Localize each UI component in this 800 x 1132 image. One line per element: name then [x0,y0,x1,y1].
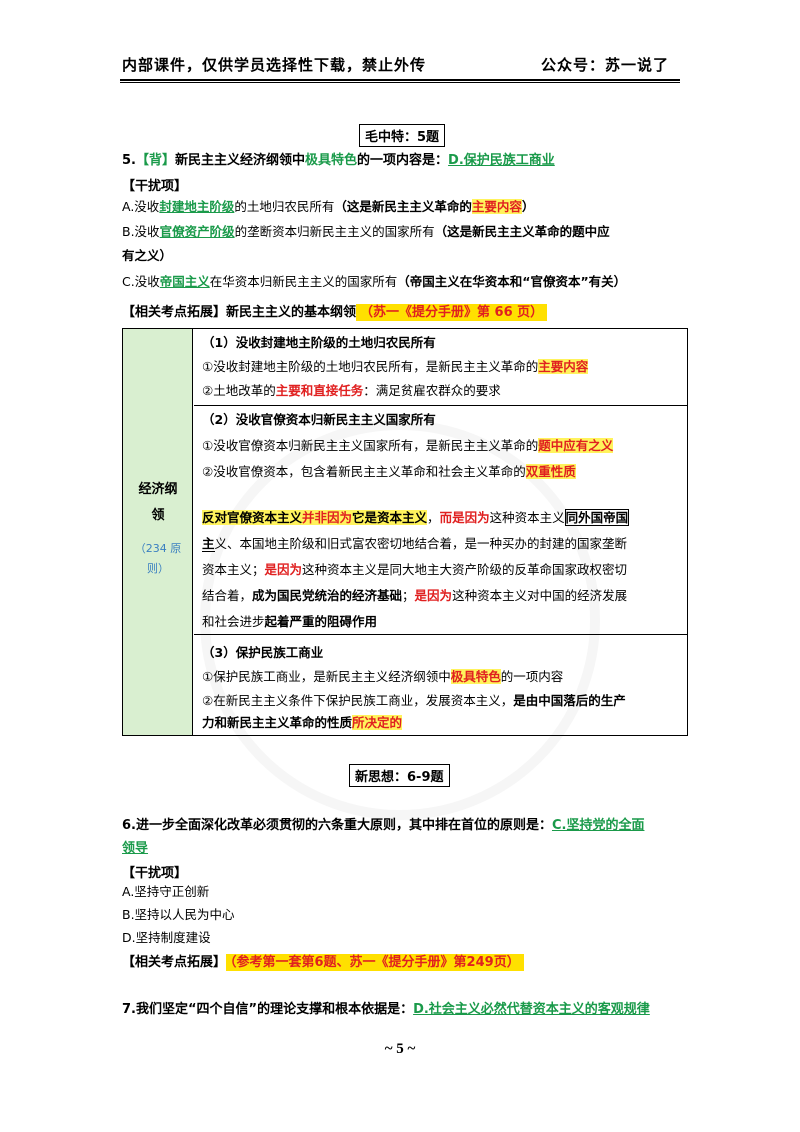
q5-answer: D.保护民族工商业 [448,153,555,168]
cell2-title: （2）没收官僚资本归新民主主义国家所有 [202,412,436,427]
cell2-line2: ②没收官僚资本，包含着新民主主义革命和社会主义革命的双重性质 [202,464,576,479]
q5-pre: 新民主主义经济纲领中 [175,153,306,168]
economic-program-table: 经济纲 领 （234 原 则） （1）没收封建地主阶级的土地归农民所有 ①没收封… [122,328,688,736]
section-title-mzt: 毛中特：5题 [359,124,446,147]
q6-extension: 【相关考点拓展】（参考第一套第6题、苏一《提分手册》第249页） [122,951,524,971]
cell1-line1: ①没收封建地主阶级的土地归农民所有，是新民主主义革命的主要内容 [202,359,589,374]
cell2-para-2: 主义、本国地主阶级和旧式富农密切地结合着，是一种买办的封建的国家垄断 [202,536,628,552]
cell2-para-5: 和社会进步起着严重的阻碍作用 [202,614,378,629]
question-5: 5.【背】新民主主义经济纲领中极具特色的一项内容是：D.保护民族工商业 [122,149,555,168]
table-cell-2: （2）没收官僚资本归新民主主义国家所有 ①没收官僚资本归新民主主义国家所有，是新… [194,406,687,635]
q5-mid: 的一项内容是： [357,153,449,168]
table-cell-3: （3）保护民族工商业 ①保护民族工商业，是新民主主义经济纲领中极具特色的一项内容… [194,635,687,735]
cell2-para-3: 资本主义；是因为这种资本主义是同大地主大资产阶级的反革命国家政权密切 [202,562,628,577]
header-right: 公众号：苏一说了 [541,56,670,74]
cell3-line2: ②在新民主主义条件下保护民族工商业，发展资本主义，是由中国落后的生产 [202,693,626,708]
q7-answer: D.社会主义必然代替资本主义的客观规律 [413,1002,650,1017]
table-left-title-2: 领 [151,508,165,523]
q5-option-b-cont: 有之义） [122,248,173,263]
page-number: ~ 5 ~ [384,1041,416,1057]
q5-c-key: 帝国主义 [159,274,210,289]
q6-option-a: A.坚持守正创新 [122,884,210,899]
cell1-title: （1）没收封建地主阶级的土地归农民所有 [202,335,436,350]
cell2-line1: ①没收官僚资本归新民主主义国家所有，是新民主主义革命的题中应有之义 [202,438,614,453]
cell2-para-1: 反对官僚资本主义并非因为它是资本主义，而是因为这种资本主义同外国帝国 [202,509,630,526]
q5-a-highlight: 主要内容 [471,199,522,214]
section-title-xsx: 新思想：6-9题 [349,764,450,787]
cell3-line1: ①保护民族工商业，是新民主主义经济纲领中极具特色的一项内容 [202,669,564,684]
q5-option-c: C.没收帝国主义在华资本归新民主主义的国家所有（帝国主义在华资本和“官僚资本”有… [122,274,627,289]
cell2-para-4: 结合着，成为国民党统治的经济基础；是因为这种资本主义对中国的经济发展 [202,588,628,603]
cell3-title: （3）保护民族工商业 [202,645,324,660]
distractor-label: 【干扰项】 [122,179,188,194]
table-left-sub-1: （234 原 [134,542,182,555]
table-cell-1: （1）没收封建地主阶级的土地归农民所有 ①没收封建地主阶级的土地归农民所有，是新… [194,329,687,406]
question-7: 7.我们坚定“四个自信”的理论支撑和根本依据是：D.社会主义必然代替资本主义的客… [122,1002,650,1017]
table-left-sub-2: 则） [147,562,169,575]
q6-option-d: D.坚持制度建设 [122,930,211,945]
q5-b-key: 官僚资产阶级 [159,224,235,239]
q5-option-a: A.没收封建地主阶级的土地归农民所有（这是新民主主义革命的主要内容） [122,199,535,214]
q5-num: 5. [122,153,136,168]
q5-a-key: 封建地主阶级 [159,199,235,214]
header-left: 内部课件，仅供学员选择性下载，禁止外传 [122,56,427,74]
table-left-header: 经济纲 领 （234 原 则） [123,329,193,735]
header-divider [120,79,680,81]
cell1-line2: ②土地改革的主要和直接任务：满足贫雇农群众的要求 [202,383,501,398]
q5-option-b: B.没收官僚资产阶级的垄断资本归新民主主义的国家所有（这是新民主主义革命的题中应 [122,224,610,239]
q5-extension-ref: （苏一《提分手册》第 66 页） [356,304,548,321]
q6-option-b: B.坚持以人民为中心 [122,907,235,922]
q5-tag: 【背】 [135,153,175,168]
q5-extension: 【相关考点拓展】新民主主义的基本纲领（苏一《提分手册》第 66 页） [122,301,548,321]
q5-key: 极具特色 [305,153,358,168]
question-6: 6.进一步全面深化改革必须贯彻的六条重大原则，其中排在首位的原则是：C.坚持党的… [122,818,645,833]
cell3-line3: 力和新民主主义革命的性质所决定的 [202,715,403,730]
header-divider-thin [120,82,680,83]
q6-answer: C.坚持党的全面 [551,818,645,833]
q6-answer-cont: 领导 [122,841,149,856]
table-left-title-1: 经济纲 [138,482,178,497]
q6-extension-ref: （参考第一套第6题、苏一《提分手册》第249页） [226,954,524,971]
q6-distractor-label: 【干扰项】 [122,866,188,881]
